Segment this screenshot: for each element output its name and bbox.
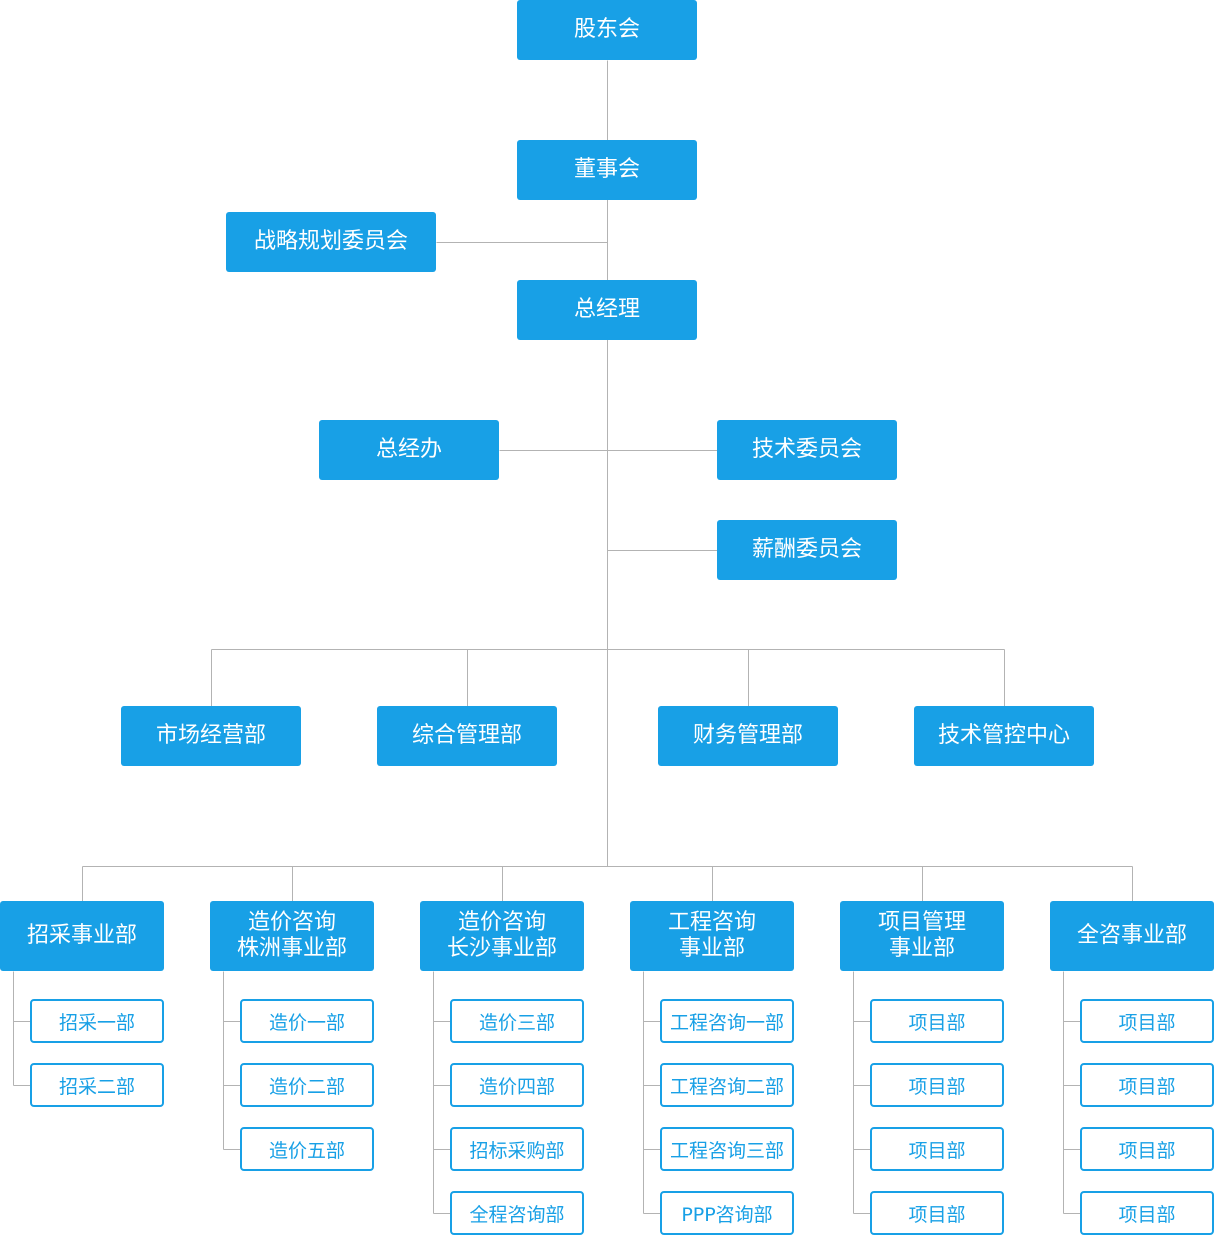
node-gm-office: 总经办 — [319, 420, 499, 480]
node-division: 工程咨询事业部 — [630, 901, 794, 971]
node-unit: 工程咨询三部 — [660, 1127, 794, 1171]
node-unit: 工程咨询二部 — [660, 1063, 794, 1107]
node-general-manager: 总经理 — [517, 280, 697, 340]
node-unit: 项目部 — [870, 1127, 1004, 1171]
node-unit: 招采二部 — [30, 1063, 164, 1107]
node-unit: 招标采购部 — [450, 1127, 584, 1171]
node-unit: 项目部 — [1080, 999, 1214, 1043]
node-unit: 全程咨询部 — [450, 1191, 584, 1235]
node-strategy-committee: 战略规划委员会 — [226, 212, 436, 272]
node-unit: PPP咨询部 — [660, 1191, 794, 1235]
node-tech-committee: 技术委员会 — [717, 420, 897, 480]
node-board: 董事会 — [517, 140, 697, 200]
node-unit: 造价一部 — [240, 999, 374, 1043]
node-shareholders: 股东会 — [517, 0, 697, 60]
node-unit: 造价四部 — [450, 1063, 584, 1107]
node-division: 全咨事业部 — [1050, 901, 1214, 971]
node-salary-committee: 薪酬委员会 — [717, 520, 897, 580]
node-unit: 项目部 — [1080, 1063, 1214, 1107]
node-division: 招采事业部 — [0, 901, 164, 971]
node-unit: 项目部 — [1080, 1127, 1214, 1171]
node-unit: 项目部 — [1080, 1191, 1214, 1235]
node-department: 市场经营部 — [121, 706, 301, 766]
node-unit: 招采一部 — [30, 999, 164, 1043]
node-division: 项目管理事业部 — [840, 901, 1004, 971]
node-unit: 项目部 — [870, 1191, 1004, 1235]
node-unit: 项目部 — [870, 999, 1004, 1043]
node-unit: 项目部 — [870, 1063, 1004, 1107]
node-department: 财务管理部 — [658, 706, 838, 766]
node-division: 造价咨询长沙事业部 — [420, 901, 584, 971]
node-unit: 造价三部 — [450, 999, 584, 1043]
node-unit: 工程咨询一部 — [660, 999, 794, 1043]
node-unit: 造价二部 — [240, 1063, 374, 1107]
node-unit: 造价五部 — [240, 1127, 374, 1171]
node-division: 造价咨询株洲事业部 — [210, 901, 374, 971]
node-department: 综合管理部 — [377, 706, 557, 766]
node-department: 技术管控中心 — [914, 706, 1094, 766]
